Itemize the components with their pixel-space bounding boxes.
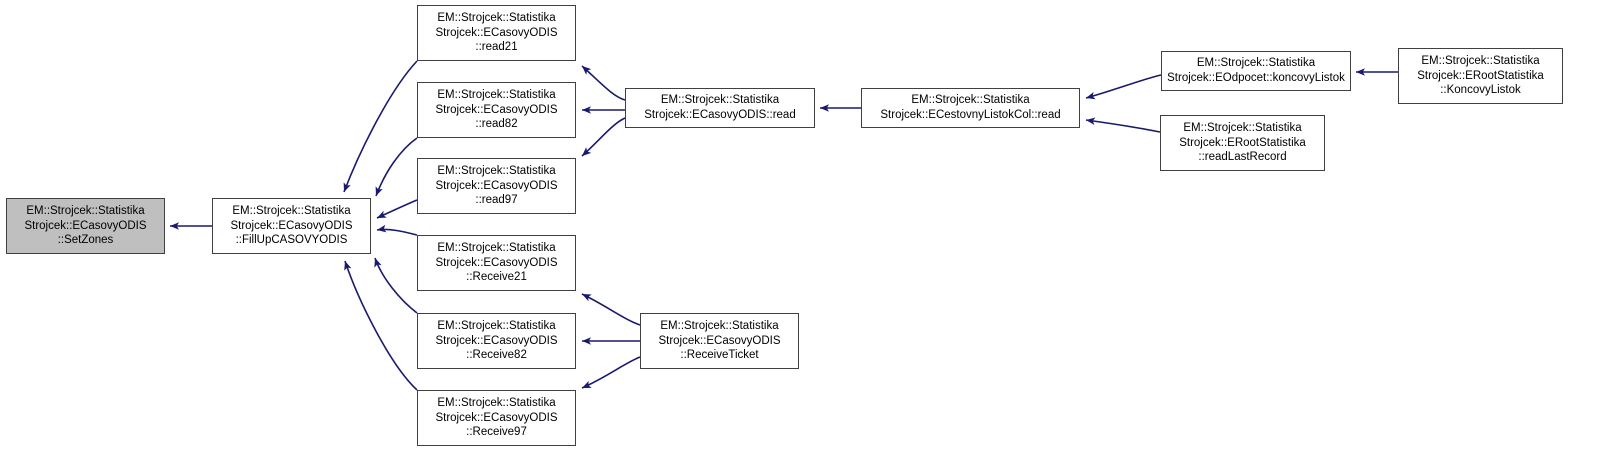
graph-node-label-line: EM::Strojcek::Statistika [437,89,556,102]
graph-node-label-line: EM::Strojcek::Statistika [911,94,1030,107]
graph-node-label-line: ::Receive82 [466,349,527,362]
graph-edge [1085,117,1161,133]
graph-edge [581,293,641,326]
graph-node-label-line: Strojcek::ECasovyODIS [435,334,558,347]
graph-edge [376,224,418,236]
graph-node-label-line: Strojcek::ECasovyODIS [658,334,781,347]
graph-node-label-line: ::read82 [475,118,518,131]
graph-edge [343,60,418,193]
graph-node-label-line: Strojcek::ERootStatistika [1179,136,1306,149]
graph-node-label-line: Strojcek::ECasovyODIS [435,103,558,116]
graph-node-label-line: EM::Strojcek::Statistika [660,94,780,107]
graph-node-label-line: Strojcek::ECasovyODIS [435,256,558,269]
graph-node-label-line: EM::Strojcek::Statistika [437,242,556,255]
graph-node-label-line: ::read21 [475,41,518,54]
graph-node-label-line: ::Receive21 [466,271,527,284]
graph-node-label-line: Strojcek::ECasovyODIS [435,411,558,424]
graph-node-label-line: ::SetZones [57,234,114,247]
graph-node-label-line: EM::Strojcek::Statistika [437,12,556,25]
graph-node-label-line: EM::Strojcek::Statistika [437,397,556,410]
graph-edges [170,60,1398,391]
graph-node-label-line: Strojcek::ECasovyODIS::read [644,109,796,121]
graph-node-label-line: ::FillUpCASOVYODIS [235,234,348,247]
graph-edge [375,137,418,197]
graph-node-label-line: EM::Strojcek::Statistika [660,320,779,333]
graph-edge [376,199,418,219]
graph-edge [581,65,626,101]
graph-node-label-line: ::KoncovyListok [1440,84,1521,97]
graph-edge [1085,74,1162,100]
graph-node-label-line: EM::Strojcek::Statistika [26,205,145,218]
graph-node-label-line: Strojcek::ECasovyODIS [435,26,558,39]
graph-node-label-line: Strojcek::ECestovnyListokCol::read [880,109,1061,121]
graph-node-label-line: Strojcek::ERootStatistika [1417,69,1544,82]
graph-node-label-line: Strojcek::ECasovyODIS [230,219,353,232]
graph-node-label-line: EM::Strojcek::Statistika [1421,55,1540,68]
graph-node-label-line: Strojcek::ECasovyODIS [435,179,558,192]
graph-node-label-line: EM::Strojcek::Statistika [437,165,556,178]
graph-node-label-line: ::ReceiveTicket [680,349,759,362]
graph-edge [581,356,641,389]
graph-node-label-line: ::read97 [475,194,518,207]
graph-node-label-line: EM::Strojcek::Statistika [232,205,351,218]
graph-node-label-line: ::readLastRecord [1198,151,1287,164]
graph-node-label-line: ::Receive97 [466,426,527,439]
graph-edge [581,117,626,157]
graph-node-label-line: EM::Strojcek::Statistika [437,320,556,333]
graph-node-label-line: Strojcek::ECasovyODIS [24,219,147,232]
graph-node-label-line: Strojcek::EOdpocet::koncovyListok [1167,72,1345,84]
graph-node-label-line: EM::Strojcek::Statistika [1196,57,1316,70]
graph-edge [374,257,418,314]
graph-edge [344,260,418,391]
graph-node-label-line: EM::Strojcek::Statistika [1183,122,1302,135]
